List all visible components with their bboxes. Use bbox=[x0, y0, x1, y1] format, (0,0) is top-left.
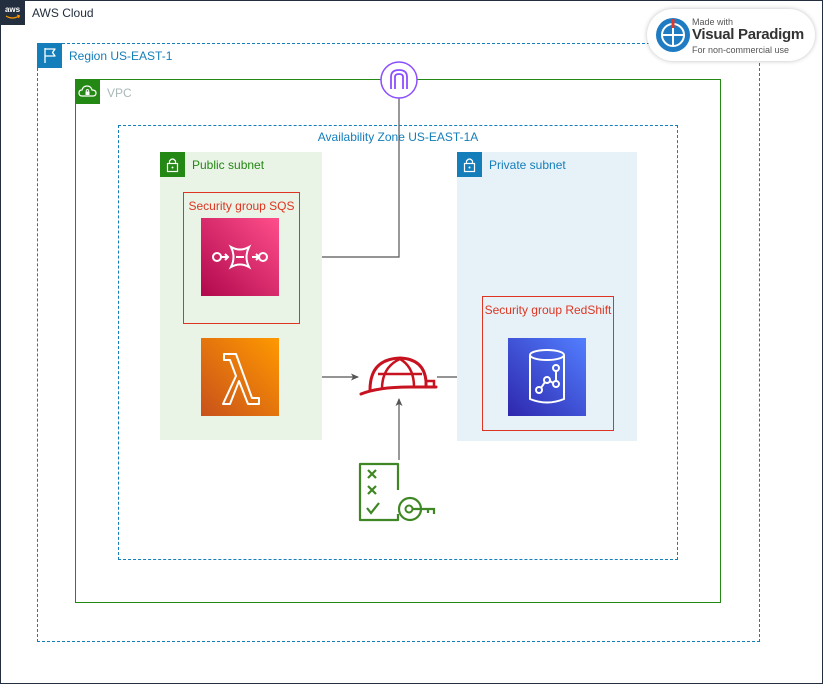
aws-logo-icon: aws bbox=[0, 0, 25, 25]
security-group-sqs bbox=[183, 192, 300, 324]
security-group-redshift-label: Security group RedShift bbox=[484, 303, 612, 317]
security-group-redshift bbox=[482, 296, 614, 431]
security-group-sqs-label: Security group SQS bbox=[188, 199, 295, 213]
visual-paradigm-logo-icon bbox=[656, 18, 690, 52]
lock-icon bbox=[457, 152, 482, 177]
svg-text:aws: aws bbox=[5, 5, 21, 14]
public-subnet-label: Public subnet bbox=[192, 158, 265, 172]
region-label: Region US-EAST-1 bbox=[69, 49, 173, 63]
vpc-icon bbox=[75, 79, 100, 104]
watermark-line2: Visual Paradigm bbox=[692, 26, 804, 43]
aws-cloud-label: AWS Cloud bbox=[32, 6, 94, 20]
redshift-icon[interactable] bbox=[508, 338, 586, 416]
secrets-checklist-key-icon[interactable] bbox=[358, 460, 438, 524]
flag-icon bbox=[37, 43, 62, 68]
private-subnet-label: Private subnet bbox=[489, 158, 566, 172]
watermark-line3: For non-commercial use bbox=[692, 45, 790, 55]
availability-zone-label: Availability Zone US-EAST-1A bbox=[317, 130, 479, 144]
region-group bbox=[37, 43, 760, 642]
lambda-icon[interactable] bbox=[201, 338, 279, 416]
vpc-label: VPC bbox=[107, 86, 132, 100]
availability-zone-group bbox=[118, 125, 678, 560]
internet-gateway-icon[interactable] bbox=[380, 61, 418, 99]
sqs-icon[interactable] bbox=[201, 218, 279, 296]
watermark-line1: Made with bbox=[692, 17, 734, 27]
iam-helmet-icon[interactable] bbox=[358, 353, 438, 401]
lock-icon bbox=[160, 152, 185, 177]
watermark-badge: Made with Visual Paradigm For non-commer… bbox=[647, 9, 815, 61]
